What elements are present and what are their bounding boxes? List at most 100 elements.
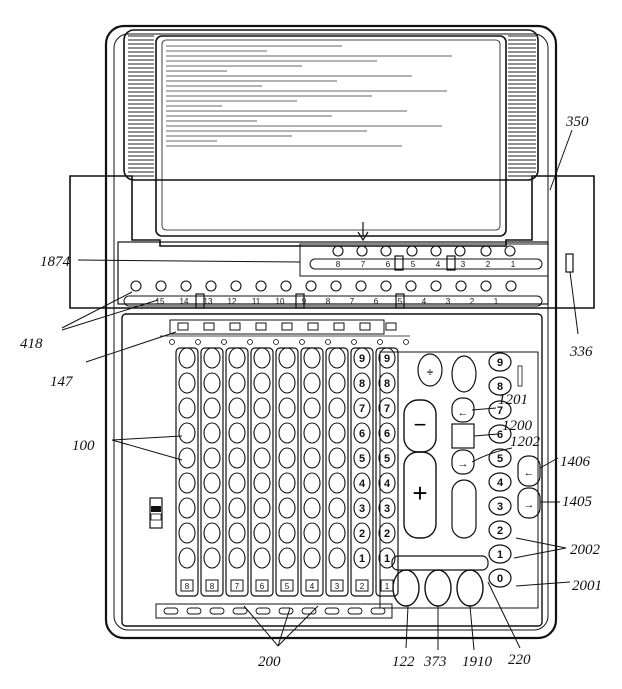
ten-key-9[interactable]: 9 (488, 352, 512, 372)
amount-key[interactable]: 3 (353, 497, 371, 519)
amount-key[interactable]: 9 (378, 347, 396, 369)
amount-key[interactable]: 6 (378, 422, 396, 444)
amount-key[interactable] (228, 522, 246, 544)
amount-key[interactable]: 5 (378, 447, 396, 469)
amount-key[interactable]: 8 (378, 372, 396, 394)
minus-key[interactable]: − (403, 399, 437, 453)
amount-key[interactable] (303, 497, 321, 519)
amount-key[interactable] (328, 497, 346, 519)
amount-key[interactable] (228, 347, 246, 369)
amount-key[interactable] (278, 472, 296, 494)
amount-key[interactable]: 7 (353, 397, 371, 419)
amount-key[interactable] (228, 422, 246, 444)
register-slider[interactable] (195, 255, 456, 309)
amount-key[interactable] (228, 372, 246, 394)
ten-key-1[interactable]: 1 (488, 544, 512, 564)
ten-key-8[interactable]: 8 (488, 376, 512, 396)
shift-right-key[interactable]: → (451, 449, 475, 475)
amount-key[interactable] (328, 447, 346, 469)
amount-key[interactable] (253, 522, 271, 544)
amount-key[interactable] (178, 497, 196, 519)
amount-key[interactable] (303, 522, 321, 544)
amount-key[interactable] (203, 547, 221, 569)
carriage-right-key[interactable]: → (517, 487, 541, 519)
amount-key[interactable] (328, 422, 346, 444)
amount-key[interactable]: 7 (378, 397, 396, 419)
amount-key[interactable] (253, 472, 271, 494)
amount-key[interactable]: 1 (378, 547, 396, 569)
ten-key-5[interactable]: 5 (488, 448, 512, 468)
amount-key[interactable] (303, 372, 321, 394)
amount-key[interactable] (328, 372, 346, 394)
shift-left-key[interactable]: ← (451, 397, 475, 423)
amount-key[interactable] (278, 547, 296, 569)
carriage-knob[interactable] (565, 253, 574, 273)
amount-key[interactable] (253, 397, 271, 419)
amount-key[interactable]: 6 (353, 422, 371, 444)
amount-key[interactable] (203, 472, 221, 494)
amount-key[interactable] (228, 472, 246, 494)
amount-key[interactable] (203, 372, 221, 394)
amount-key[interactable] (253, 347, 271, 369)
amount-key[interactable] (278, 347, 296, 369)
amount-key[interactable] (178, 547, 196, 569)
ten-key-2[interactable]: 2 (488, 520, 512, 540)
amount-key[interactable] (328, 347, 346, 369)
motor-bar-keys[interactable] (392, 569, 484, 607)
ten-key-4[interactable]: 4 (488, 472, 512, 492)
ten-key-7[interactable]: 7 (488, 400, 512, 420)
amount-key[interactable] (228, 447, 246, 469)
amount-key[interactable]: 2 (378, 522, 396, 544)
amount-key[interactable]: 3 (378, 497, 396, 519)
amount-key[interactable] (303, 397, 321, 419)
column-tab[interactable] (281, 322, 293, 331)
amount-key[interactable] (278, 522, 296, 544)
amount-key[interactable] (178, 447, 196, 469)
amount-key[interactable] (253, 497, 271, 519)
amount-key[interactable] (203, 447, 221, 469)
amount-key[interactable] (253, 447, 271, 469)
ten-key-6[interactable]: 6 (488, 424, 512, 444)
amount-key[interactable] (328, 522, 346, 544)
amount-key[interactable]: 1 (353, 547, 371, 569)
column-tab[interactable] (333, 322, 345, 331)
amount-key[interactable]: 5 (353, 447, 371, 469)
amount-key[interactable] (278, 497, 296, 519)
amount-key[interactable] (303, 547, 321, 569)
column-tab[interactable] (229, 322, 241, 331)
amount-key[interactable] (303, 347, 321, 369)
amount-key[interactable] (178, 472, 196, 494)
amount-key[interactable] (278, 422, 296, 444)
amount-key[interactable] (328, 472, 346, 494)
side-switch[interactable] (149, 497, 163, 529)
amount-key[interactable] (328, 547, 346, 569)
amount-key[interactable] (203, 422, 221, 444)
amount-key[interactable] (228, 497, 246, 519)
amount-key[interactable] (178, 422, 196, 444)
column-tab[interactable] (177, 322, 189, 331)
amount-key[interactable] (278, 447, 296, 469)
column-tab[interactable] (255, 322, 267, 331)
amount-key[interactable]: 8 (353, 372, 371, 394)
ten-key-3[interactable]: 3 (488, 496, 512, 516)
amount-key[interactable]: 4 (353, 472, 371, 494)
column-tab[interactable] (307, 322, 319, 331)
amount-key[interactable]: 2 (353, 522, 371, 544)
multiply-key[interactable] (451, 355, 477, 393)
column-tab[interactable] (203, 322, 215, 331)
amount-key[interactable] (203, 347, 221, 369)
amount-key[interactable] (303, 447, 321, 469)
carriage-left-key[interactable]: ← (517, 455, 541, 487)
amount-key[interactable] (303, 472, 321, 494)
amount-key[interactable] (253, 547, 271, 569)
amount-key[interactable]: 9 (353, 347, 371, 369)
amount-key[interactable] (203, 497, 221, 519)
divide-key[interactable]: ÷ (417, 353, 443, 387)
amount-key[interactable]: 4 (378, 472, 396, 494)
amount-key[interactable] (203, 397, 221, 419)
amount-key[interactable] (203, 522, 221, 544)
amount-key[interactable] (253, 372, 271, 394)
amount-key[interactable] (178, 347, 196, 369)
ten-key-0[interactable]: 0 (488, 568, 512, 588)
amount-key[interactable] (178, 397, 196, 419)
